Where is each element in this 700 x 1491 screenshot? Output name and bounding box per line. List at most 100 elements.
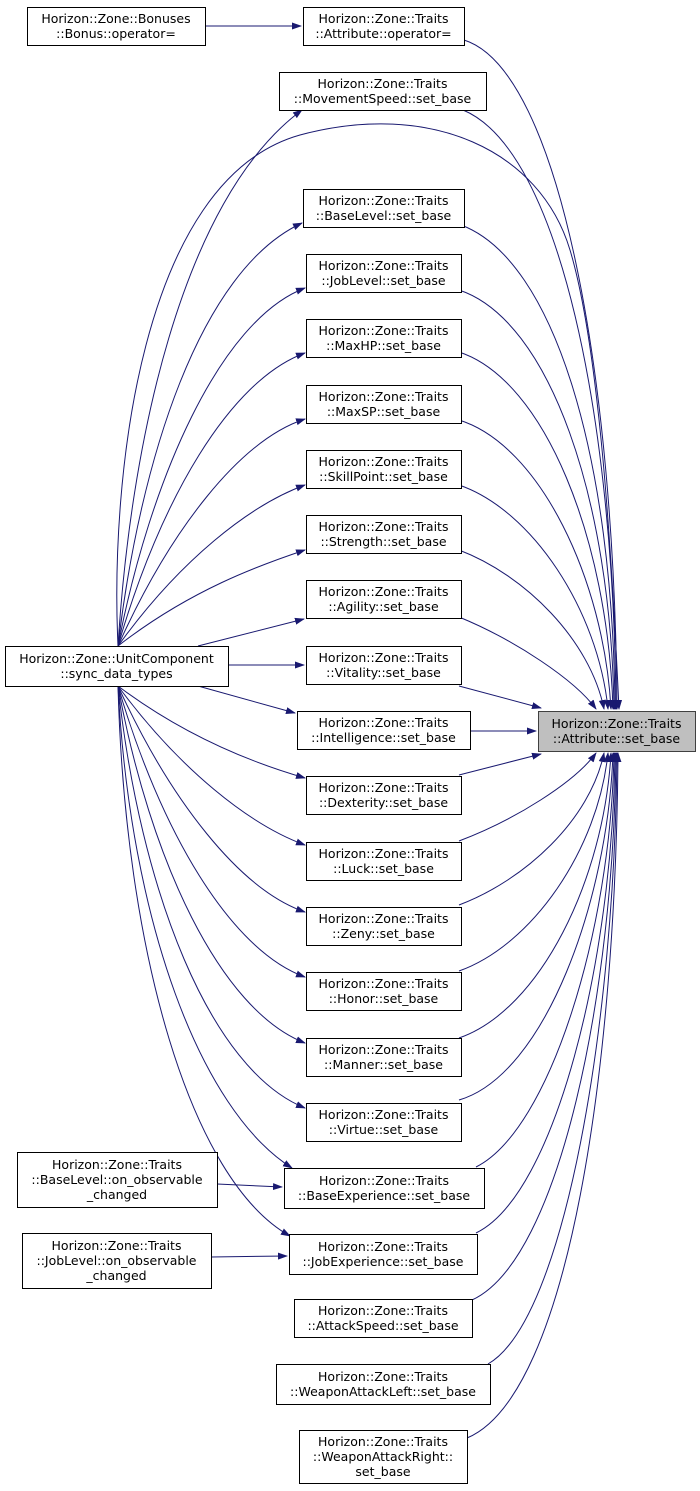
node-manner[interactable]: Horizon::Zone::Traits::Manner::set_base (306, 1038, 462, 1077)
edge-unitcomp-to-skillpoint (117, 484, 306, 647)
node-label-line: Horizon::Zone::Traits (319, 519, 449, 534)
node-box (306, 319, 462, 358)
node-label-line: ::Strength::set_base (320, 534, 446, 549)
node-label-line: Horizon::Zone::Traits (318, 1434, 448, 1449)
node-label-line: Horizon::Zone::Bonuses (41, 11, 190, 26)
node-luck[interactable]: Horizon::Zone::Traits::Luck::set_base (306, 842, 462, 881)
node-bonus-op[interactable]: Horizon::Zone::Bonuses::Bonus::operator= (27, 7, 206, 46)
node-label-line: Horizon::Zone::Traits (318, 1369, 448, 1384)
edge-dexterity-to-attr-set-base (458, 752, 542, 776)
node-maxsp[interactable]: Horizon::Zone::Traits::MaxSP::set_base (306, 385, 462, 424)
node-label-line: ::JobLevel::set_base (321, 273, 446, 288)
node-skillpoint[interactable]: Horizon::Zone::Traits::SkillPoint::set_b… (306, 450, 462, 489)
edge-vitality-to-attr-set-base (458, 685, 542, 710)
node-box (284, 1168, 485, 1209)
node-box (17, 1152, 218, 1208)
node-dexterity[interactable]: Horizon::Zone::Traits::Dexterity::set_ba… (306, 776, 462, 815)
node-vitality[interactable]: Horizon::Zone::Traits::Vitality::set_bas… (306, 646, 462, 685)
edge-virtue-to-attr-set-base (458, 752, 617, 1101)
node-agility[interactable]: Horizon::Zone::Traits::Agility::set_base (306, 580, 462, 619)
node-label-line: Horizon::Zone::Traits (52, 1157, 182, 1172)
node-box (306, 972, 462, 1011)
node-movespeed[interactable]: Horizon::Zone::Traits::MovementSpeed::se… (279, 72, 487, 111)
node-label-line: ::Bonus::operator= (56, 26, 176, 41)
edge-unitcomp-to-baselevel (117, 222, 303, 647)
node-joblevel[interactable]: Horizon::Zone::Traits::JobLevel::set_bas… (306, 254, 462, 293)
node-bl-obs[interactable]: Horizon::Zone::Traits::BaseLevel::on_obs… (17, 1152, 218, 1208)
edge-layer (116, 22, 623, 1439)
node-box (306, 646, 462, 685)
node-box (279, 72, 487, 111)
node-honor[interactable]: Horizon::Zone::Traits::Honor::set_base (306, 972, 462, 1011)
node-unitcomp[interactable]: Horizon::Zone::UnitComponent::sync_data_… (5, 646, 229, 687)
node-box (306, 254, 462, 293)
node-label-line: Horizon::Zone::Traits (319, 976, 449, 991)
node-box (294, 1299, 473, 1338)
node-label-line: Horizon::Zone::Traits (319, 193, 449, 208)
node-baseexp[interactable]: Horizon::Zone::Traits::BaseExperience::s… (284, 1168, 485, 1209)
node-label-line: set_base (355, 1464, 410, 1479)
node-label-line: ::SkillPoint::set_base (319, 469, 448, 484)
node-label-line: ::Vitality::set_base (326, 665, 441, 680)
edge-atkspeed-to-attr-set-base (471, 752, 620, 1301)
edge-jobexp-to-attr-set-base (475, 752, 619, 1234)
node-strength[interactable]: Horizon::Zone::Traits::Strength::set_bas… (306, 515, 462, 554)
edge-unitcomp-to-maxhp (117, 352, 306, 647)
node-label-line: Horizon::Zone::Traits (319, 258, 449, 273)
node-label-line: ::BaseLevel::on_observable (31, 1172, 202, 1187)
node-maxhp[interactable]: Horizon::Zone::Traits::MaxHP::set_base (306, 319, 462, 358)
edge-jl-obs-to-jobexp (210, 1252, 288, 1260)
edge-unitcomp-to-baseexp (117, 685, 293, 1169)
edge-maxsp-to-attr-set-base (458, 419, 615, 710)
node-jl-obs[interactable]: Horizon::Zone::Traits::JobLevel::on_obse… (22, 1233, 212, 1289)
edge-strength-to-attr-set-base (458, 549, 606, 710)
node-label-line: Horizon::Zone::Traits (319, 1107, 449, 1122)
edge-unitcomp-to-movespeed (117, 109, 303, 647)
node-label-line: Horizon::Zone::Traits (318, 1239, 448, 1254)
node-box (27, 7, 206, 46)
node-jobexp[interactable]: Horizon::Zone::Traits::JobExperience::se… (289, 1234, 478, 1275)
node-box (306, 450, 462, 489)
node-war[interactable]: Horizon::Zone::Traits::WeaponAttackRight… (299, 1430, 468, 1484)
node-layer: Horizon::Zone::Bonuses::Bonus::operator=… (5, 7, 696, 1484)
edge-unitcomp-to-zeny (117, 685, 306, 913)
node-label-line: Horizon::Zone::Traits (319, 454, 449, 469)
node-label-line: ::Attribute::operator= (315, 26, 451, 41)
node-atkspeed[interactable]: Horizon::Zone::Traits::AttackSpeed::set_… (294, 1299, 473, 1338)
node-label-line: ::WeaponAttackLeft::set_base (290, 1384, 476, 1399)
edge-zeny-to-attr-set-base (458, 752, 606, 906)
node-label-line: Horizon::Zone::UnitComponent (19, 651, 214, 666)
edge-skillpoint-to-attr-set-base (458, 484, 611, 710)
node-label-line: Horizon::Zone::Traits (552, 716, 682, 731)
edge-manner-to-attr-set-base (458, 752, 614, 1039)
node-label-line: ::Luck::set_base (333, 861, 434, 876)
edge-wal-to-attr-set-base (487, 752, 621, 1365)
node-box (276, 1364, 491, 1405)
node-label-line: ::Virtue::set_base (329, 1122, 439, 1137)
node-label-line: Horizon::Zone::Traits (319, 1042, 449, 1057)
node-label-line: Horizon::Zone::Traits (319, 1173, 449, 1188)
edge-unitcomp-to-strength (117, 549, 306, 647)
node-intelligence[interactable]: Horizon::Zone::Traits::Intelligence::set… (297, 711, 471, 750)
node-box (306, 580, 462, 619)
node-zeny[interactable]: Horizon::Zone::Traits::Zeny::set_base (306, 907, 462, 946)
node-attr-set-base[interactable]: Horizon::Zone::Traits::Attribute::set_ba… (538, 711, 696, 752)
node-label-line: ::JobExperience::set_base (303, 1254, 464, 1269)
edge-bl-obs-to-baseexp (216, 1183, 283, 1191)
edge-luck-to-attr-set-base (458, 752, 597, 842)
edge-unitcomp-to-agility (197, 617, 305, 647)
node-wal[interactable]: Horizon::Zone::Traits::WeaponAttackLeft:… (276, 1364, 491, 1405)
node-label-line: Horizon::Zone::Traits (318, 76, 448, 91)
node-attr-op[interactable]: Horizon::Zone::Traits::Attribute::operat… (303, 7, 465, 46)
node-label-line: Horizon::Zone::Traits (319, 389, 449, 404)
node-baselevel[interactable]: Horizon::Zone::Traits::BaseLevel::set_ba… (303, 189, 465, 228)
node-label-line: Horizon::Zone::Traits (319, 11, 449, 26)
node-label-line: _changed (85, 1268, 146, 1283)
node-virtue[interactable]: Horizon::Zone::Traits::Virtue::set_base (306, 1103, 462, 1142)
edge-agility-to-attr-set-base (458, 616, 597, 710)
node-label-line: Horizon::Zone::Traits (319, 846, 449, 861)
edge-unitcomp-to-luck (117, 685, 306, 846)
edge-attr-op-to-attr-set-base (463, 39, 621, 710)
edge-unitcomp-to-dexterity (117, 685, 306, 779)
